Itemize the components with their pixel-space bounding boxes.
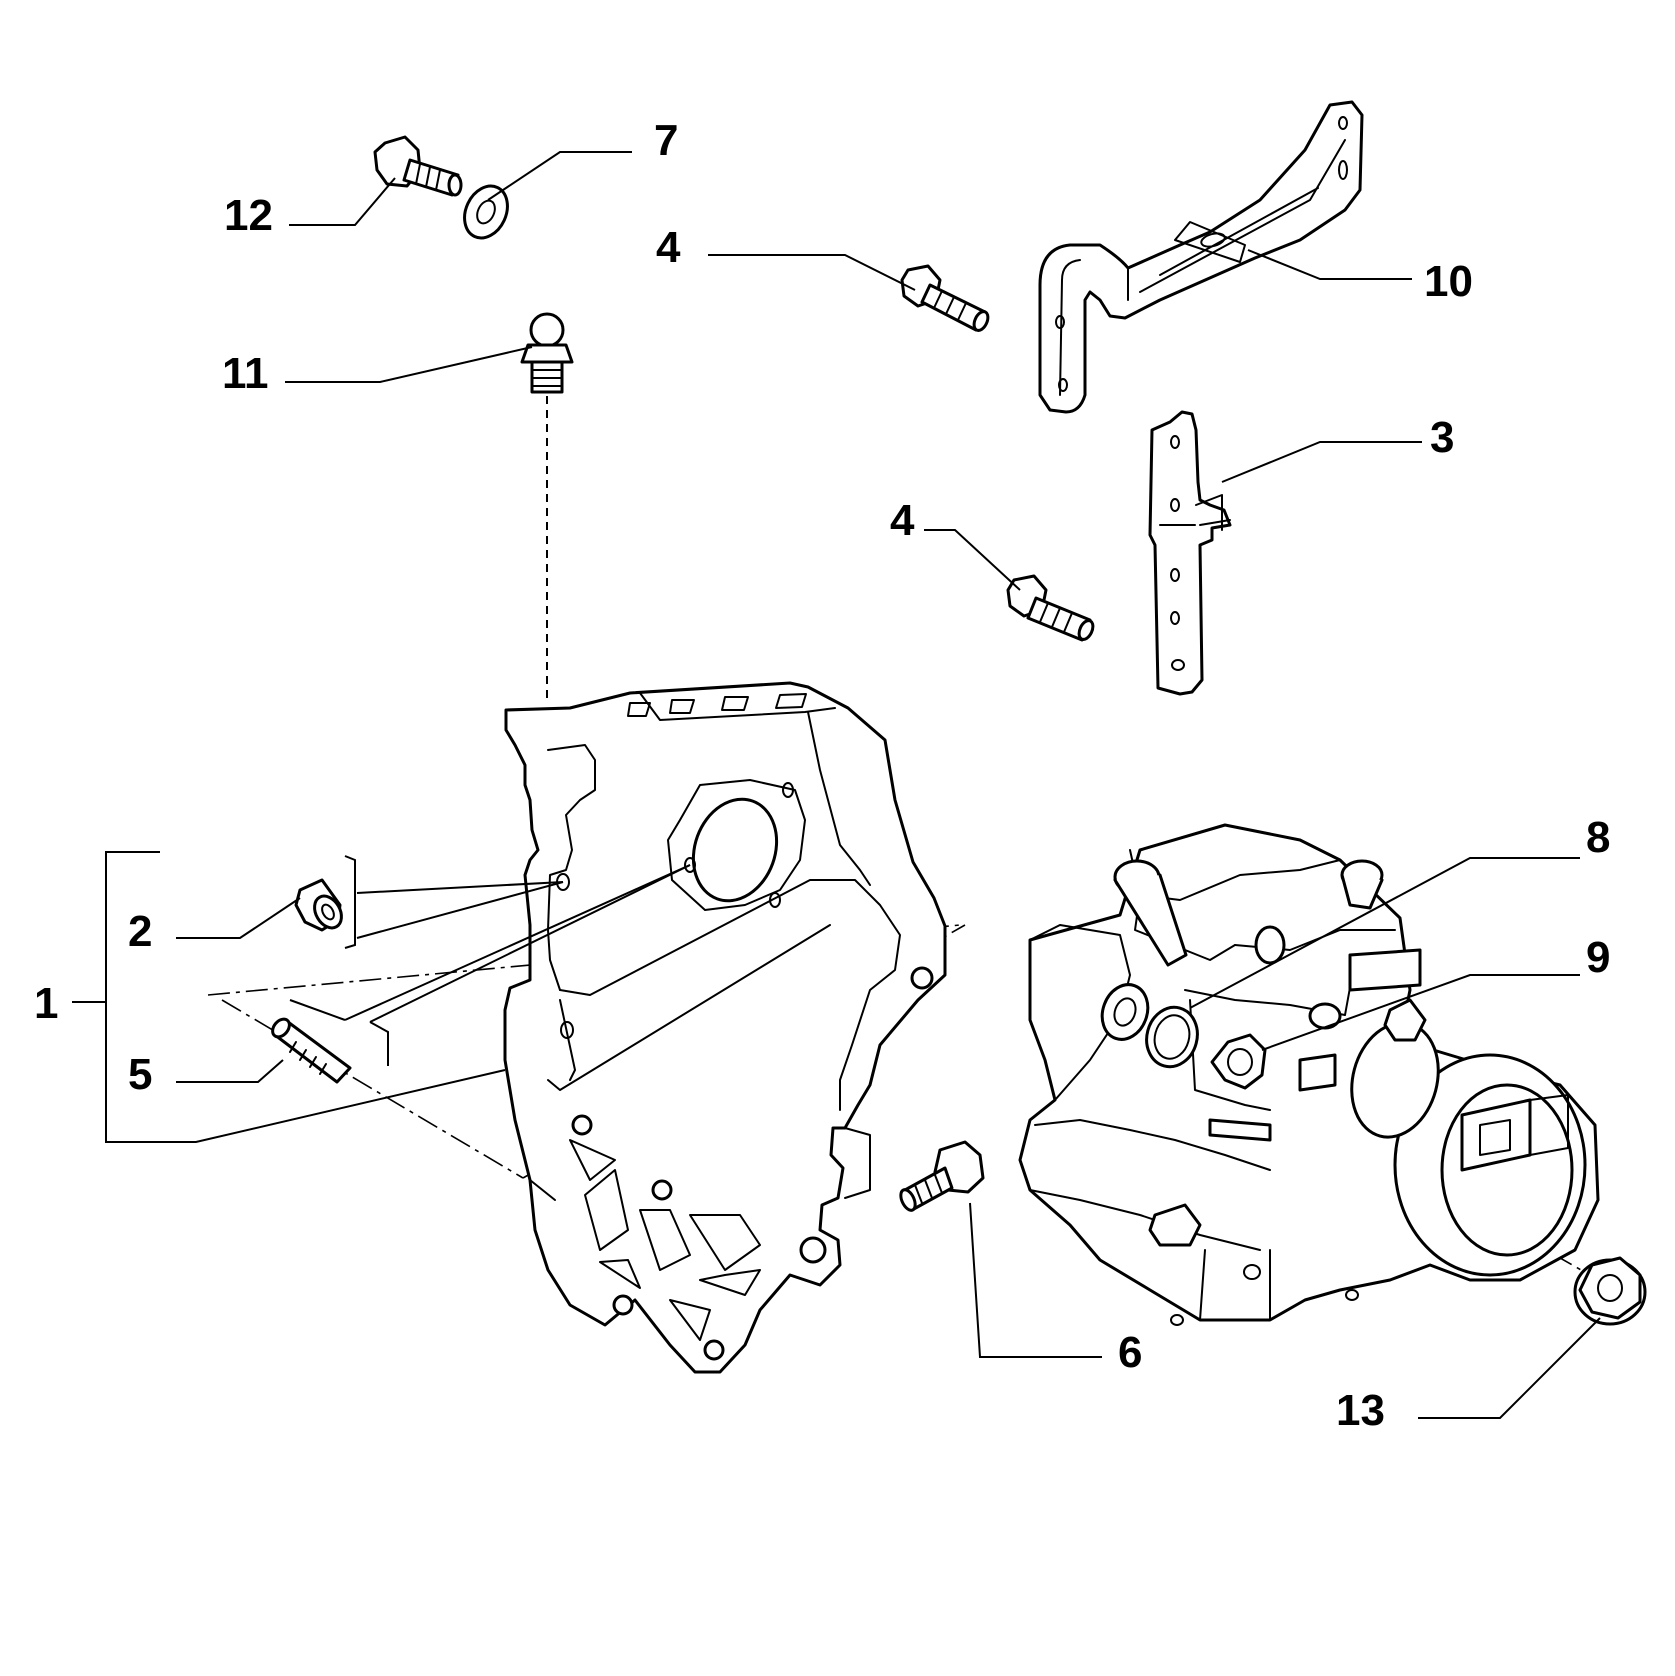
callout-6: 6 xyxy=(1118,1328,1142,1377)
callout-4-lower: 4 xyxy=(890,496,915,545)
part-4-bolt-lower xyxy=(1006,574,1095,642)
callout-11: 11 xyxy=(222,349,269,398)
callout-10: 10 xyxy=(1424,257,1473,306)
part-6-bolt xyxy=(899,1140,985,1212)
callout-12: 12 xyxy=(224,191,273,240)
part-1-main-bracket xyxy=(503,681,947,1374)
callout-4-upper: 4 xyxy=(656,223,681,272)
callout-8: 8 xyxy=(1586,813,1610,862)
part-4-bolt-upper xyxy=(900,264,990,332)
callout-3: 3 xyxy=(1430,413,1454,462)
high-pressure-pump xyxy=(1018,823,1600,1326)
callout-9: 9 xyxy=(1586,933,1610,982)
callout-5: 5 xyxy=(128,1050,152,1099)
callout-7: 7 xyxy=(654,116,678,165)
part-13-flange-nut xyxy=(1573,1256,1647,1326)
part-9-nut xyxy=(1210,1033,1267,1090)
part-10-bracket xyxy=(1038,100,1364,414)
part-11-ball-stud xyxy=(520,312,574,394)
leader-lines xyxy=(72,151,1601,1419)
part-12-bolt xyxy=(373,135,463,197)
callout-1: 1 xyxy=(34,979,58,1028)
part-7-washer xyxy=(463,184,509,240)
part-5-stud xyxy=(271,1017,352,1084)
callout-2: 2 xyxy=(128,907,152,956)
part-2-bush xyxy=(294,878,343,932)
part-8-o-ring xyxy=(1145,1005,1199,1069)
callout-numbers: 1 2 3 4 4 5 6 7 8 9 10 11 12 13 xyxy=(34,116,1610,1435)
callout-13: 13 xyxy=(1336,1386,1385,1435)
part-3-strap-bracket xyxy=(1148,410,1232,696)
